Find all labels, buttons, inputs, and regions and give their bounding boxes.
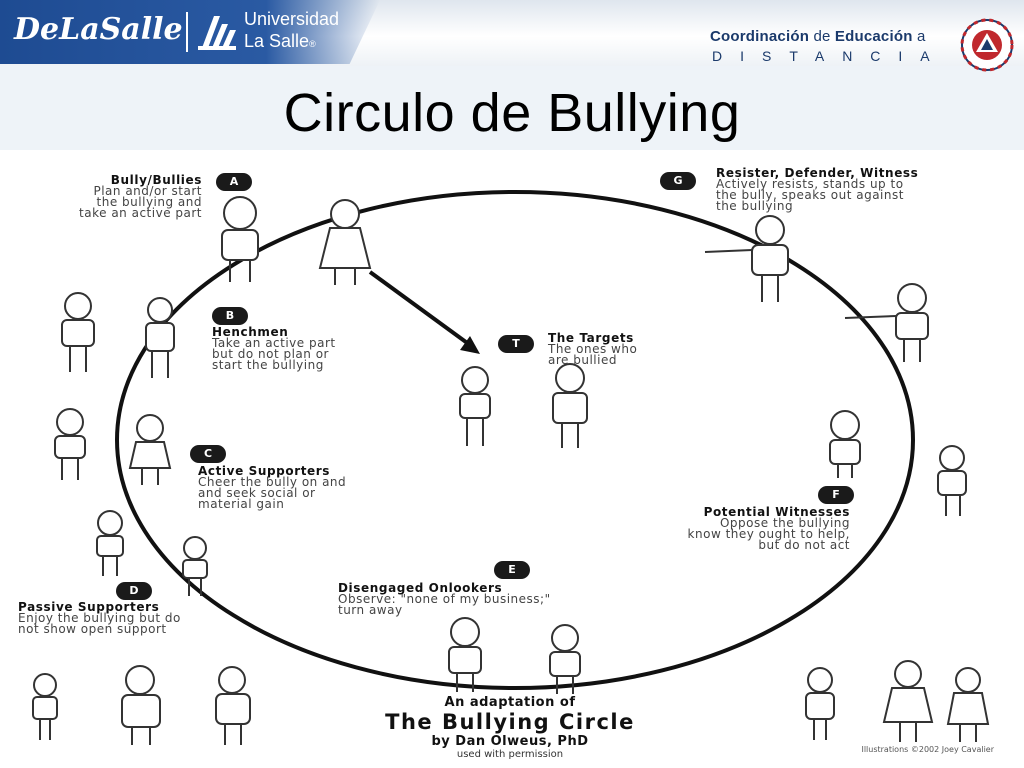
coord-word-3: Educación — [834, 28, 913, 45]
illustration-credit: Illustrations ©2002 Joey Cavalier — [861, 745, 994, 754]
bullying-circle-ring — [115, 190, 915, 690]
target-figure-icon — [459, 366, 491, 446]
role-c-label: Active Supporters Cheer the bully on and… — [198, 464, 448, 511]
role-g-badge: G — [660, 172, 696, 190]
role-c-desc-1: Cheer the bully on and — [198, 475, 347, 489]
role-g-name: Resister, Defender, Witness — [716, 166, 919, 180]
distancia-label: DISTANCIA — [712, 48, 948, 64]
defender-figure-icon — [844, 283, 929, 362]
role-a-label: Bully/Bullies Plan and/or start the bull… — [10, 173, 202, 220]
coordination-title: Coordinación de Educación a — [710, 28, 926, 45]
bully-figure-icon — [221, 196, 259, 282]
role-t-desc-1: The ones who — [548, 342, 638, 356]
role-b-name: Henchmen — [212, 325, 289, 339]
figures — [32, 196, 990, 745]
delasalle-logo: DeLaSalle — [14, 12, 183, 47]
crowd-figure-icon — [946, 667, 990, 742]
bully-girl-figure-icon — [318, 199, 372, 285]
header-blue-band — [0, 0, 380, 64]
university-line2: La Salle — [244, 31, 310, 51]
logo-divider — [186, 12, 188, 52]
role-c-name: Active Supporters — [198, 464, 331, 478]
credit-line-4: used with permission — [456, 749, 564, 760]
university-line1: Universidad — [244, 9, 340, 29]
arrow-head-icon — [460, 336, 480, 354]
defender-figure-icon — [704, 215, 789, 302]
role-g-desc-1: Actively resists, stands up to — [716, 177, 904, 191]
role-e-name: Disengaged Onlookers — [338, 581, 503, 595]
role-d-desc-1: Enjoy the bullying but do — [18, 611, 181, 625]
university-mark: ® — [309, 39, 316, 49]
diagram-graphics — [32, 190, 990, 745]
role-d-desc-2: not show open support — [18, 622, 167, 636]
role-f-desc-1: Oppose the bullying — [719, 516, 850, 530]
arrow-bully-to-target — [368, 270, 472, 347]
credit-block: An adaptation of The Bullying Circle by … — [280, 695, 740, 760]
crowd-figure-icon — [32, 673, 58, 740]
onlooker-figure-icon — [549, 624, 581, 694]
role-t-name: The Targets — [548, 331, 634, 345]
role-b-desc-2: but do not plan or — [212, 347, 329, 361]
role-b-badge: B — [212, 307, 248, 325]
potential-witness-figure-icon — [829, 410, 861, 478]
role-t-badge: T — [498, 335, 534, 353]
crest-seal-icon — [960, 18, 1014, 72]
role-a-desc-1: Plan and/or start — [93, 184, 202, 198]
role-f-desc-2: know they ought to help, — [687, 527, 850, 541]
crowd-figure-icon — [882, 660, 934, 742]
header-banner: DeLaSalle Universidad La Salle® Coordina… — [0, 0, 1024, 72]
bullying-circle-diagram: Bully/Bullies Plan and/or start the bull… — [0, 150, 1024, 768]
role-c-desc-3: material gain — [198, 497, 285, 511]
role-d-name: Passive Supporters — [18, 600, 160, 614]
role-e-desc-1: Observe: "none of my business;" — [338, 592, 551, 606]
crowd-figure-icon — [805, 667, 835, 740]
slide-title: Circulo de Bullying — [283, 83, 741, 143]
henchman-figure-icon — [61, 292, 95, 372]
role-f-desc-3: but do not act — [758, 538, 850, 552]
credit-line-1: An adaptation of — [444, 695, 576, 710]
coord-word-4: a — [916, 28, 926, 45]
credit-line-3: by Dan Olweus, PhD — [431, 734, 589, 749]
university-emblem-icon — [198, 16, 236, 50]
onlooker-figure-icon — [448, 617, 482, 692]
role-a-desc-2: the bullying and — [96, 195, 202, 209]
role-c-badge: C — [190, 445, 226, 463]
role-g-desc-2: the bully, speaks out against — [716, 188, 904, 202]
role-a-name: Bully/Bullies — [110, 173, 202, 187]
role-b-label: Henchmen Take an active part but do not … — [212, 325, 422, 372]
crowd-figure-icon — [121, 665, 161, 745]
passive-supporter-figure-icon — [182, 536, 208, 596]
target-figure-icon — [552, 363, 588, 448]
university-name: Universidad La Salle® — [244, 8, 339, 55]
role-a-desc-3: take an active part — [79, 206, 202, 220]
active-supporter-figure-icon — [128, 414, 172, 485]
role-a-badge: A — [216, 173, 252, 191]
role-f-name: Potential Witnesses — [703, 505, 850, 519]
henchman-figure-icon — [145, 297, 175, 378]
role-d-badge: D — [116, 582, 152, 600]
role-e-badge: E — [494, 561, 530, 579]
role-f-badge: F — [818, 486, 854, 504]
coord-word-2: de — [813, 28, 831, 45]
role-e-desc-2: turn away — [338, 603, 403, 617]
role-e-label: Disengaged Onlookers Observe: "none of m… — [338, 581, 658, 617]
role-g-label: Resister, Defender, Witness Actively res… — [716, 166, 1020, 213]
potential-witness-figure-icon — [937, 445, 967, 516]
role-g-desc-3: the bullying — [716, 199, 794, 213]
role-t-label: The Targets The ones who are bullied — [548, 331, 728, 367]
role-d-label: Passive Supporters Enjoy the bullying bu… — [18, 600, 298, 636]
crowd-figure-icon — [215, 666, 251, 745]
role-b-desc-1: Take an active part — [212, 336, 336, 350]
credit-line-2: The Bullying Circle — [385, 710, 635, 734]
role-f-label: Potential Witnesses Oppose the bullying … — [580, 505, 850, 552]
role-c-desc-2: and seek social or — [198, 486, 316, 500]
passive-supporter-figure-icon — [96, 510, 124, 576]
role-t-desc-2: are bullied — [548, 353, 617, 367]
role-b-desc-3: start the bullying — [212, 358, 324, 372]
active-supporter-figure-icon — [54, 408, 86, 480]
coord-word-1: Coordinación — [710, 28, 810, 45]
